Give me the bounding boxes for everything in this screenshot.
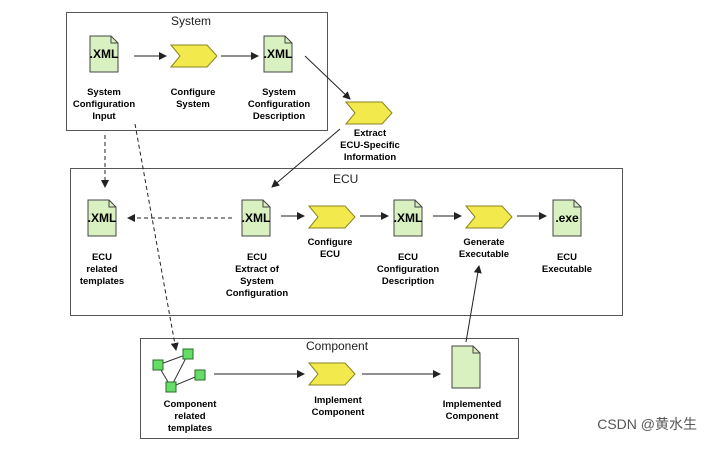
ecu-group-title: ECU: [333, 172, 359, 186]
configure-ecu-process-icon: [308, 205, 356, 229]
ecu-executable-label: ECU Executable: [541, 252, 593, 275]
xml-label: .XML: [89, 47, 119, 61]
component-group-title: Component: [306, 339, 369, 353]
configure-ecu-label: Configure ECU: [307, 237, 353, 260]
ecu-extract-doc-icon: .XML: [241, 199, 271, 237]
ecu-config-description-doc-icon: .XML: [393, 199, 423, 237]
implemented-component-label: Implemented Component: [442, 399, 502, 422]
xml-label: .XML: [87, 211, 117, 225]
component-templates-network-icon: [152, 348, 206, 393]
system-config-input-label: System Configuration Input: [72, 87, 136, 122]
xml-label: .XML: [263, 47, 293, 61]
ecu-extract-label: ECU Extract of System Configuration: [225, 252, 289, 299]
ecu-related-templates-label: ECU related templates: [79, 252, 125, 287]
xml-label: .XML: [393, 211, 423, 225]
configure-system-process-icon: [170, 44, 218, 68]
component-related-templates-label: Component related templates: [163, 399, 217, 434]
implement-component-process-icon: [308, 362, 356, 386]
system-config-description-label: System Configuration Description: [247, 87, 311, 122]
generate-executable-process-icon: [465, 205, 513, 229]
extract-ecu-specific-process-icon: [345, 101, 393, 125]
generate-executable-label: Generate Executable: [458, 237, 510, 260]
configure-system-label: Configure System: [170, 87, 216, 110]
system-group-title: System: [171, 14, 212, 28]
exe-label: .exe: [555, 211, 579, 225]
implemented-component-doc-icon: [451, 345, 481, 389]
ecu-config-description-label: ECU Configuration Description: [376, 252, 440, 287]
watermark: CSDN @黄水生: [597, 416, 697, 432]
system-config-description-doc-icon: .XML: [263, 35, 293, 73]
xml-label: .XML: [241, 211, 271, 225]
implement-component-label: Implement Component: [311, 395, 365, 418]
extract-ecu-specific-label: Extract ECU-Specific Information: [340, 128, 400, 163]
ecu-related-templates-doc-icon: .XML: [87, 199, 117, 237]
ecu-executable-doc-icon: .exe: [552, 199, 582, 237]
system-config-input-doc-icon: .XML: [89, 35, 119, 73]
